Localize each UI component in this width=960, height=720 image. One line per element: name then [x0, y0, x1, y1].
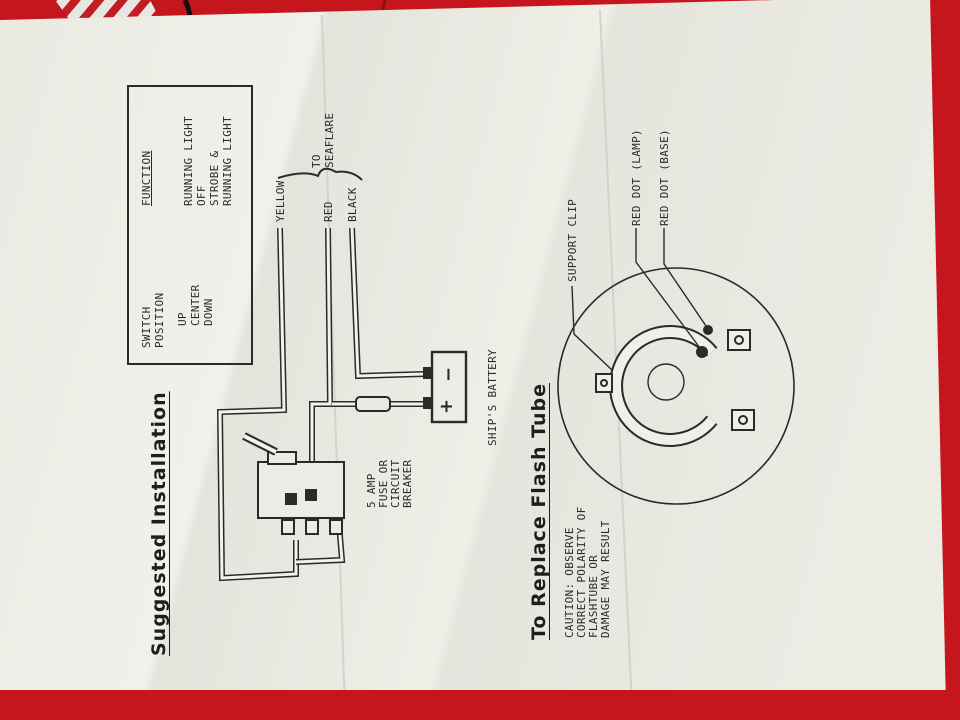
red-dot-lamp-marker: [696, 346, 708, 358]
function-up: RUNNING LIGHT: [182, 116, 195, 206]
function-table-border: [127, 85, 253, 365]
seaflare-brace: [277, 167, 363, 181]
red-dot-base-leader: [663, 228, 707, 327]
support-clip-label: SUPPORT CLIP: [566, 198, 579, 282]
caution-line4: DAMAGE MAY RESULT: [599, 520, 612, 638]
switch-header-line1: SWITCH: [140, 306, 153, 348]
function-down-cont: RUNNING LIGHT: [221, 116, 234, 206]
to-label: TO: [310, 154, 323, 168]
battery-minus-sign: −: [438, 366, 459, 382]
function-center: OFF: [195, 185, 208, 206]
red-dot-lamp-label: RED DOT (LAMP): [630, 129, 643, 226]
support-clip-leader: [571, 285, 613, 371]
function-values: RUNNING LIGHT OFF STROBE & RUNNING LIGHT: [182, 116, 234, 206]
position-down: DOWN: [202, 298, 215, 326]
switch-header-line2: POSITION: [153, 292, 166, 348]
to-seaflare-label: TO SEAFLARE: [310, 113, 336, 168]
yellow-wire: [216, 227, 299, 582]
toggle-switch: [242, 432, 345, 535]
fuse-holder: [355, 396, 391, 412]
fuse-label-line4: BREAKER: [401, 459, 414, 508]
flash-tube-heading: To Replace Flash Tube: [528, 383, 550, 640]
seaflare-label: SEAFLARE: [323, 112, 336, 168]
ships-battery-label: SHIP'S BATTERY: [486, 349, 499, 446]
support-clip-bracket: [595, 373, 613, 393]
switch-position-header: SWITCH POSITION: [140, 293, 166, 348]
fuse-label: 5 AMP FUSE OR CIRCUIT BREAKER: [365, 459, 414, 508]
function-header: FUNCTION: [140, 150, 153, 206]
lamp-terminal-lower: [731, 409, 755, 431]
wire-label-black: BLACK: [346, 187, 359, 222]
lamp-terminal-upper: [727, 329, 751, 351]
installation-heading: Suggested Installation: [148, 391, 170, 656]
wire-label-red: RED: [322, 201, 335, 222]
position-up: UP: [176, 312, 189, 326]
switch-positions: UP CENTER DOWN: [176, 284, 215, 326]
red-dot-lamp-leader: [635, 228, 701, 349]
wire-label-yellow: YELLOW: [274, 180, 287, 222]
battery-plus-sign: +: [436, 398, 457, 414]
flash-tube-base-circle: [557, 267, 795, 505]
position-center: CENTER: [189, 284, 202, 326]
red-wire: [309, 227, 430, 496]
flash-tube-center-hole: [647, 363, 685, 401]
battery-terminal-pos: [423, 397, 433, 409]
caution-note: CAUTION: OBSERVE CORRECT POLARITY OF FLA…: [563, 506, 612, 638]
red-dot-base-marker: [703, 325, 713, 335]
red-dot-base-label: RED DOT (BASE): [658, 129, 671, 226]
function-down: STROBE &: [208, 150, 221, 206]
battery-body: [430, 350, 468, 424]
battery-terminal-neg: [423, 367, 433, 379]
